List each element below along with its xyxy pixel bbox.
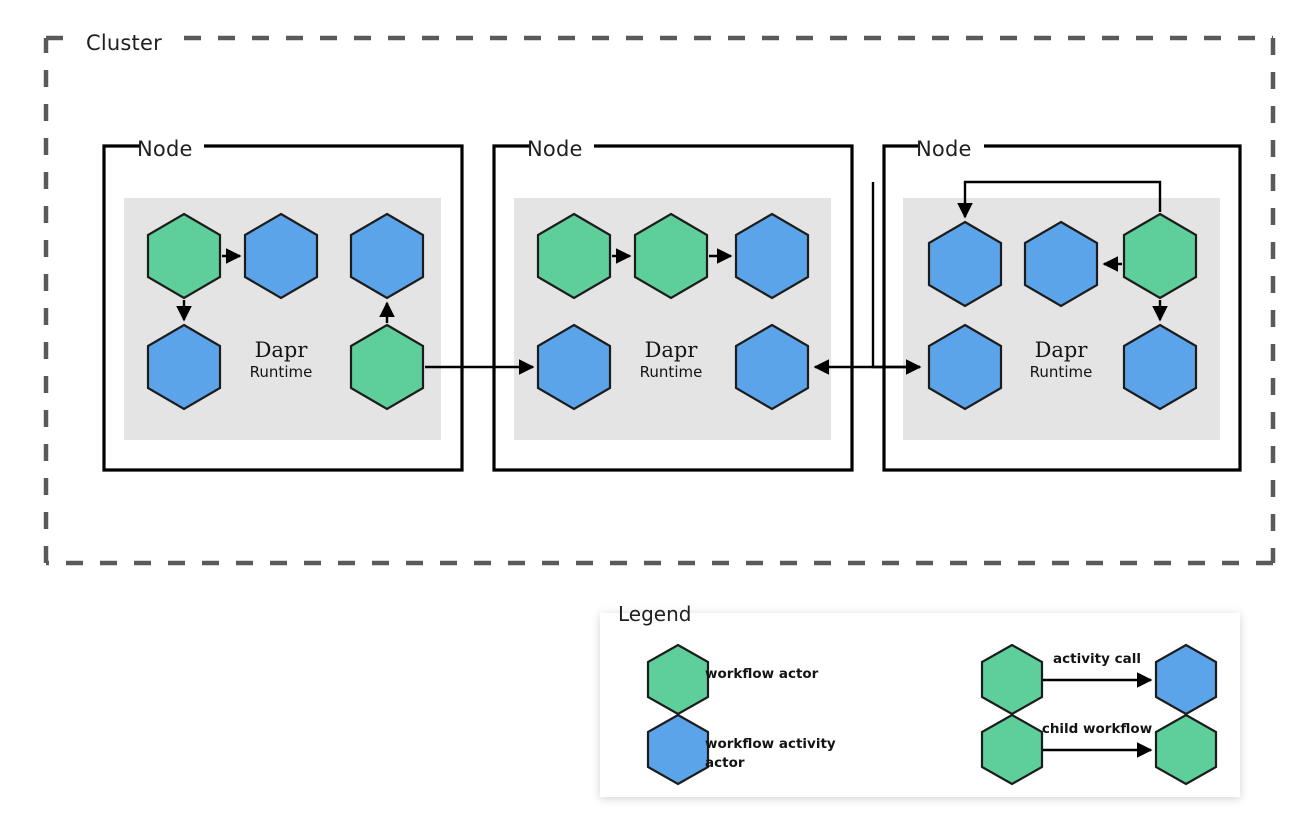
hex-workflow-actor-n1-top-1 xyxy=(146,212,222,300)
hex-workflow-activity-actor-n3-bot-1 xyxy=(927,323,1003,411)
legend-label-activity-call: activity call xyxy=(1053,651,1141,667)
node-2-container: Node Dapr Runtime xyxy=(492,137,854,472)
hex-workflow-activity-actor-n1-top-3 xyxy=(349,212,425,300)
hex-workflow-actor-n1-bot-3 xyxy=(349,323,425,411)
node-1-border xyxy=(102,144,464,472)
node-2-border xyxy=(492,144,854,472)
cross-node-connectors xyxy=(425,182,922,375)
legend-label-workflow-activity-actor-line1: workflow activity xyxy=(705,736,836,752)
node-2-runtime-title: Dapr xyxy=(645,338,699,362)
node-3-border xyxy=(882,144,1242,472)
node-3-container: Node Dapr Runtime xyxy=(882,137,1242,472)
cluster-label: Cluster xyxy=(86,31,162,55)
legend-hex-workflow-activity-actor xyxy=(646,713,710,786)
hex-workflow-activity-actor-n3-top-2 xyxy=(1023,220,1099,308)
hex-workflow-activity-actor-n2-bot-1 xyxy=(536,323,612,411)
node-1-label: Node xyxy=(137,137,193,161)
legend-container: Legend workflow actor workflow activity … xyxy=(600,602,1240,797)
hex-workflow-actor-n3-top-3 xyxy=(1122,212,1198,300)
legend-hex-child-workflow-source xyxy=(980,713,1044,786)
hex-workflow-activity-actor-n1-top-2 xyxy=(243,212,319,300)
legend-item-activity-call: activity call xyxy=(980,643,1218,716)
node-3-runtime-title: Dapr xyxy=(1035,338,1089,362)
legend-title: Legend xyxy=(618,602,691,626)
edge-routed-into-node3-bottom-left xyxy=(871,182,920,369)
legend-label-workflow-actor: workflow actor xyxy=(705,666,819,682)
node-1-runtime-subtitle: Runtime xyxy=(250,363,313,381)
cluster-container: Cluster xyxy=(43,31,1276,566)
hex-workflow-actor-n2-top-1 xyxy=(536,212,612,300)
node-1-runtime-title: Dapr xyxy=(255,338,309,362)
hex-workflow-actor-n2-top-2 xyxy=(633,212,709,300)
hex-workflow-activity-actor-n3-top-1 xyxy=(927,220,1003,308)
hex-workflow-activity-actor-n3-bot-3 xyxy=(1122,323,1198,411)
hex-workflow-activity-actor-n2-bot-3 xyxy=(734,323,810,411)
legend-label-child-workflow: child workflow xyxy=(1042,721,1152,737)
legend-item-workflow-actor: workflow actor xyxy=(646,643,819,716)
legend-item-workflow-activity-actor: workflow activity actor xyxy=(646,713,836,786)
node-2-runtime-subtitle: Runtime xyxy=(640,363,703,381)
node-3-runtime-subtitle: Runtime xyxy=(1030,363,1093,381)
hex-workflow-activity-actor-n1-bot-1 xyxy=(146,323,222,411)
node-3-label: Node xyxy=(916,137,972,161)
node-1-container: Node Dapr Runtime xyxy=(102,137,464,472)
node-2-label: Node xyxy=(527,137,583,161)
legend-item-child-workflow: child workflow xyxy=(980,713,1218,786)
hex-workflow-activity-actor-n2-top-3 xyxy=(734,212,810,300)
edge-n3-child-workflow-routed xyxy=(957,180,1162,219)
legend-hex-child-workflow-target xyxy=(1154,713,1218,786)
legend-label-workflow-activity-actor-line2: actor xyxy=(705,755,745,771)
